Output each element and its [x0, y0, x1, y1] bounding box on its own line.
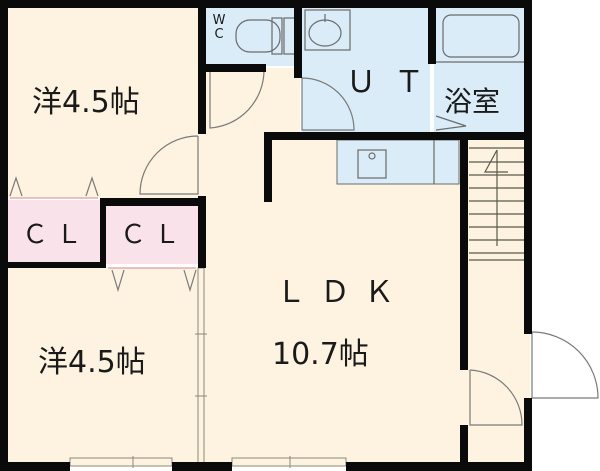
floor-utility [302, 8, 430, 132]
washbasin-icon [304, 9, 351, 51]
bathtub-icon [442, 14, 520, 58]
utility-label: ＵＴ [346, 65, 442, 100]
floor-western-room-bottom [8, 268, 200, 462]
door-entrance-outer [531, 331, 599, 399]
bathroom-label: 浴室 [444, 85, 501, 118]
partition-sliding [197, 267, 205, 465]
kitchen-sink-icon [357, 149, 387, 179]
floor-closet-right [106, 206, 198, 264]
door-utility [301, 77, 355, 131]
kitchen-counter [336, 139, 460, 185]
fixtures [235, 9, 526, 261]
wc-label-line-2: C [214, 27, 224, 42]
closet-label-right: ＣＬ [120, 220, 189, 250]
ldk-size-label: 10.7帖 [272, 337, 369, 372]
staircase-icon [469, 147, 526, 261]
toilet-icon [235, 19, 281, 53]
wc-label: W C [212, 14, 226, 42]
window-bottom-left [69, 457, 173, 467]
doors [9, 69, 599, 426]
door-wc [209, 69, 265, 129]
floor-closet-left [8, 200, 100, 262]
door-western-room-top [139, 135, 199, 195]
floor-western-room-top [8, 8, 200, 198]
room-label-western-top: 洋4.5帖 [32, 85, 140, 120]
floor-bathroom [434, 8, 526, 132]
wc-label-line-1: W [212, 13, 226, 28]
ldk-label: ＬＤＫ [276, 275, 408, 310]
walls [0, 0, 532, 471]
closet-label-left: ＣＬ [22, 220, 91, 250]
door-entrance-inner [469, 369, 523, 426]
floor-wc [206, 8, 298, 66]
window-bottom-ldk [231, 457, 347, 467]
room-label-western-bottom: 洋4.5帖 [38, 345, 146, 380]
floor-fills [8, 8, 530, 462]
floor-ldk [266, 140, 466, 462]
